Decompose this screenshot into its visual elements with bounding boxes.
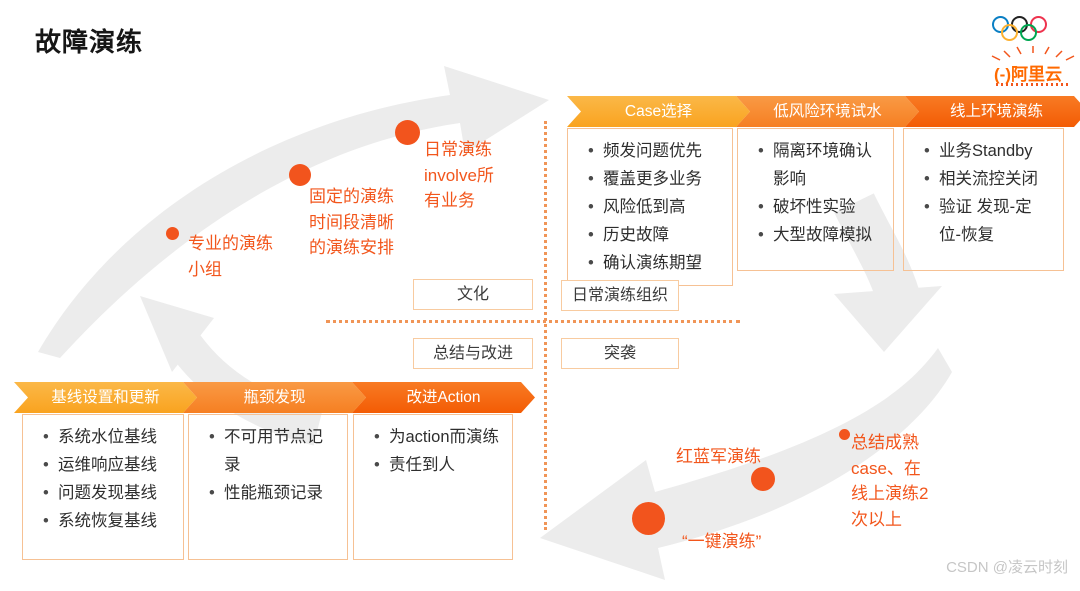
list-item: 为action而演练 (374, 423, 500, 451)
list-item: 性能瓶颈记录 (209, 479, 335, 507)
olympic-rings-icon (992, 16, 1052, 44)
stage-list: 频发问题优先 覆盖更多业务 风险低到高 历史故障 确认演练期望 (588, 137, 720, 277)
milestone-dot (751, 467, 775, 491)
stage-list: 隔离环境确认影响 破坏性实验 大型故障模拟 (758, 137, 881, 249)
stage-detail-box: 频发问题优先 覆盖更多业务 风险低到高 历史故障 确认演练期望 (567, 128, 733, 286)
logo-tagline-dots (996, 83, 1068, 86)
left-up-arrowhead (140, 296, 214, 372)
page-title: 故障演练 (35, 27, 144, 57)
stage-detail-box: 系统水位基线 运维响应基线 问题发现基线 系统恢复基线 (22, 414, 184, 560)
list-item: 业务Standby (924, 137, 1051, 165)
milestone-dot (632, 502, 665, 535)
milestone-dot (839, 429, 850, 440)
stage-detail-box: 业务Standby 相关流控关闭 验证 发现-定位-恢复 (903, 128, 1064, 271)
list-item: 问题发现基线 (43, 479, 171, 507)
list-item: 确认演练期望 (588, 249, 720, 277)
quadrant-label-surprise: 突袭 (561, 338, 679, 369)
list-item: 破坏性实验 (758, 193, 881, 221)
list-item: 风险低到高 (588, 193, 720, 221)
milestone-label: 固定的演练时间段清晰的演练安排 (309, 187, 394, 257)
quadrant-label-daily-org: 日常演练组织 (561, 280, 679, 311)
stage-banner-baseline: 基线设置和更新 (14, 382, 197, 413)
list-item: 频发问题优先 (588, 137, 720, 165)
improvement-stage-banners: 基线设置和更新 瓶颈发现 改进Action (14, 382, 521, 413)
rays-icon (991, 46, 1075, 61)
stage-detail-box: 不可用节点记录 性能瓶颈记录 (188, 414, 348, 560)
list-item: 历史故障 (588, 221, 720, 249)
milestone-label: 总结成熟case、在线上演练2次以上 (851, 433, 929, 529)
stage-detail-box: 为action而演练 责任到人 (353, 414, 513, 560)
list-item: 运维响应基线 (43, 451, 171, 479)
list-item: 不可用节点记录 (209, 423, 335, 479)
list-item: 覆盖更多业务 (588, 165, 720, 193)
right-down-arrowhead (834, 286, 942, 352)
stage-list: 为action而演练 责任到人 (374, 423, 500, 479)
quadrant-label-summary: 总结与改进 (413, 338, 533, 369)
daily-drill-stage-banners: Case选择 低风险环境试水 线上环境演练 (567, 96, 1074, 127)
quadrant-label-culture: 文化 (413, 279, 533, 310)
dotted-divider-horizontal (326, 320, 740, 323)
list-item: 验证 发现-定位-恢复 (924, 193, 1051, 249)
dotted-divider-vertical (544, 121, 547, 530)
milestone-label: 红蓝军演练 (676, 447, 761, 466)
ring-green-icon (1020, 24, 1037, 41)
stage-detail-box: 隔离环境确认影响 破坏性实验 大型故障模拟 (737, 128, 894, 271)
ring-yellow-icon (1001, 24, 1018, 41)
alibaba-cloud-logo: (-)阿里云 (994, 65, 1062, 84)
list-item: 系统水位基线 (43, 423, 171, 451)
milestone-label: 日常演练involve所有业务 (424, 140, 494, 210)
stage-list: 系统水位基线 运维响应基线 问题发现基线 系统恢复基线 (43, 423, 171, 535)
stage-list: 业务Standby 相关流控关闭 验证 发现-定位-恢复 (924, 137, 1051, 249)
list-item: 大型故障模拟 (758, 221, 881, 249)
milestone-label: 专业的演练小组 (188, 234, 273, 279)
csdn-watermark: CSDN @凌云时刻 (946, 559, 1068, 576)
stage-banner-case-select: Case选择 (567, 96, 750, 127)
stage-banner-bottleneck: 瓶颈发现 (183, 382, 366, 413)
list-item: 责任到人 (374, 451, 500, 479)
upward-swoosh-arrow (38, 66, 549, 358)
stage-banner-online-env: 线上环境演练 (905, 96, 1080, 127)
milestone-label: “一键演练” (682, 532, 762, 551)
milestone-dot (166, 227, 179, 240)
stage-banner-action: 改进Action (352, 382, 535, 413)
list-item: 相关流控关闭 (924, 165, 1051, 193)
list-item: 系统恢复基线 (43, 507, 171, 535)
milestone-dot (289, 164, 311, 186)
milestone-dot (395, 120, 420, 145)
stage-banner-low-risk-env: 低风险环境试水 (736, 96, 919, 127)
list-item: 隔离环境确认影响 (758, 137, 881, 193)
stage-list: 不可用节点记录 性能瓶颈记录 (209, 423, 335, 507)
